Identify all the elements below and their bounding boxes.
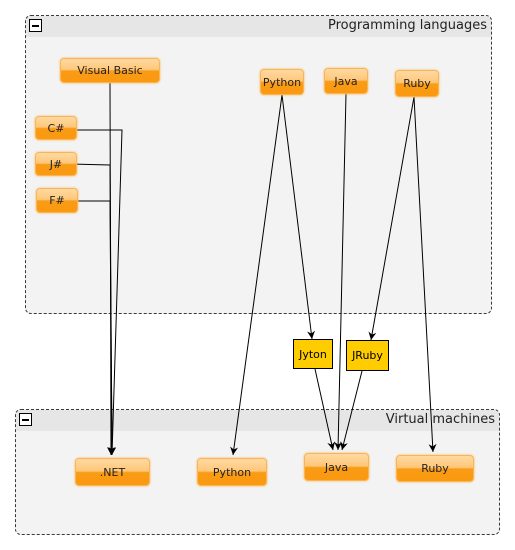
node-label: C# xyxy=(47,121,65,135)
node-label: Jyton xyxy=(299,347,327,361)
node-ruby-vm[interactable]: Ruby xyxy=(396,455,474,482)
node-label: Ruby xyxy=(403,77,431,90)
node-label: Visual Basic xyxy=(77,64,143,77)
edge-jyton-javavm xyxy=(314,368,336,451)
node-label: J# xyxy=(49,157,63,171)
group-header xyxy=(16,410,499,431)
node-visual-basic[interactable]: Visual Basic xyxy=(60,58,160,83)
collapse-icon[interactable] xyxy=(19,413,32,426)
node-fsharp[interactable]: F# xyxy=(36,188,78,213)
node-label: Java xyxy=(324,460,349,474)
group-title: Programming languages xyxy=(327,18,487,33)
node-label: Java xyxy=(334,74,358,88)
group-title: Virtual machines xyxy=(385,412,495,427)
node-ruby-lang[interactable]: Ruby xyxy=(395,70,439,97)
edge-ruby-jruby xyxy=(368,96,415,341)
node-python-vm[interactable]: Python xyxy=(197,458,267,486)
node-label: JRuby xyxy=(352,349,383,362)
node-java-lang[interactable]: Java xyxy=(324,68,368,94)
node-label: F# xyxy=(49,194,65,207)
collapse-icon[interactable] xyxy=(29,19,42,32)
node-jsharp[interactable]: J# xyxy=(35,152,77,176)
node-java-vm[interactable]: Java xyxy=(304,453,369,481)
node-python-lang[interactable]: Python xyxy=(260,69,304,95)
edge-jruby-javavm xyxy=(340,370,363,451)
node-csharp[interactable]: C# xyxy=(35,116,77,140)
node-jruby[interactable]: JRuby xyxy=(346,340,389,371)
group-header xyxy=(26,16,491,37)
edge-csharp-dotnet xyxy=(70,129,123,456)
node-label: .NET xyxy=(99,465,126,479)
edge-python-pythonvm xyxy=(230,94,283,456)
edge-java-javavm xyxy=(334,93,347,451)
node-label: Python xyxy=(212,465,252,479)
edge-python-jyton xyxy=(281,94,315,340)
edge-fsharp-dotnet xyxy=(72,200,113,456)
node-jyton[interactable]: Jyton xyxy=(293,339,333,369)
edge-ruby-rubyvm xyxy=(413,96,437,453)
node-dotnet[interactable]: .NET xyxy=(75,458,150,486)
node-label: Ruby xyxy=(421,462,449,475)
node-label: Python xyxy=(262,75,302,89)
